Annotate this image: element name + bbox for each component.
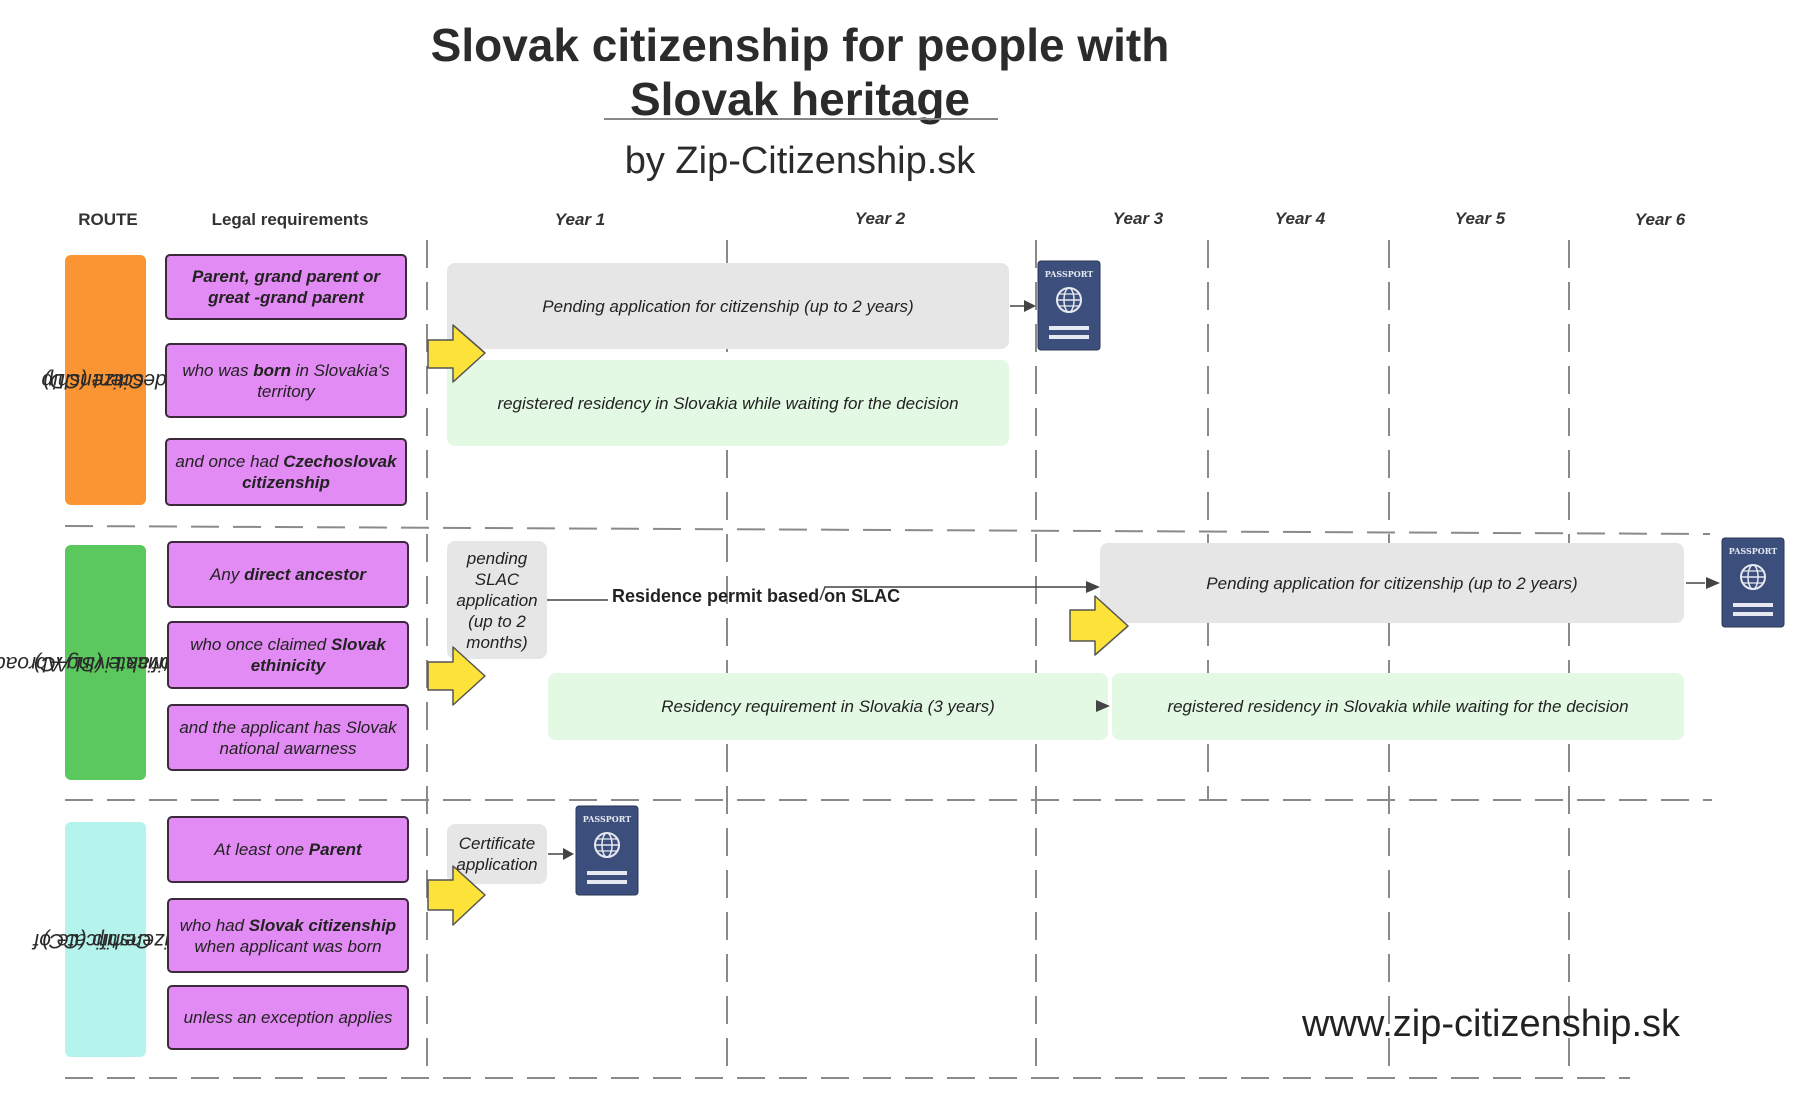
req-bold: direct ancestor: [244, 565, 366, 584]
slac-residency-requirement-bar: Residency requirement in Slovakia (3 yea…: [548, 673, 1108, 740]
slac-residency-waiting-bar: registered residency in Slovakia while w…: [1112, 673, 1684, 740]
route-column-header: ROUTE: [78, 210, 138, 229]
req-bold: Slovak ethinicity: [250, 635, 386, 675]
req-text: and the applicant has Slovak national aw…: [179, 717, 397, 758]
req-text: unless an exception applies: [183, 1008, 393, 1027]
req-text: Any: [210, 565, 245, 584]
cc-passport-icon: PASSPORT: [575, 805, 639, 896]
slac-passport-icon: PASSPORT: [1721, 537, 1785, 628]
requirement-cd-ancestor: Parent, grand parent or great -grand par…: [165, 254, 407, 320]
year-2-header: Year 2: [854, 209, 906, 228]
requirement-cc-exception: unless an exception applies: [167, 985, 409, 1050]
req-text: when applicant was born: [194, 936, 382, 956]
req-text: who once claimed: [190, 635, 331, 654]
req-text: who was: [182, 360, 254, 380]
year-3-header: Year 3: [1112, 209, 1164, 228]
slac-pending-application-bar: pending SLAC application (up to 2 months…: [447, 541, 547, 659]
requirement-slac-ancestor: Any direct ancestor: [167, 541, 409, 608]
req-bold: Slovak citizenship: [248, 915, 397, 935]
cc-certificate-application-bar: Certificate application: [447, 824, 547, 884]
passport-label: PASSPORT: [1045, 269, 1094, 279]
req-bold: Parent: [308, 840, 362, 859]
page-title: Slovak citizenship for people with Slova…: [300, 18, 1300, 126]
slac-stage-two-arrow-icon: [1069, 595, 1129, 656]
cc-start-arrow-icon: [427, 865, 486, 926]
req-text: who had: [179, 915, 249, 935]
website-link[interactable]: www.zip-citizenship.sk: [1302, 1003, 1680, 1045]
req-bold: born: [253, 360, 291, 380]
slac-pending-citizenship-bar: Pending application for citizenship (up …: [1100, 543, 1684, 623]
requirement-slac-ethnicity: who once claimed Slovak ethinicity: [167, 621, 409, 689]
req-bold: Czechoslovak citizenship: [242, 452, 397, 492]
title-line-2: Slovak heritage: [629, 73, 971, 125]
slac-start-arrow-icon: [427, 646, 486, 706]
year-6-header: Year 6: [1634, 210, 1686, 229]
year-4-header: Year 4: [1274, 209, 1326, 228]
requirement-cd-citizenship: and once had Czechoslovak citizenship: [165, 438, 407, 506]
req-bold: Parent, grand parent or great -grand par…: [192, 267, 380, 307]
title-line-1: Slovak citizenship for people with: [430, 19, 1170, 71]
requirement-cc-parent: At least one Parent: [167, 816, 409, 883]
passport-label: PASSPORT: [583, 814, 632, 824]
cd-passport-icon: PASSPORT: [1037, 260, 1101, 351]
requirement-cd-born: who was born in Slovakia's territory: [165, 343, 407, 418]
cd-residency-bar: registered residency in Slovakia while w…: [447, 360, 1009, 446]
passport-label: PASSPORT: [1729, 546, 1778, 556]
requirement-slac-awareness: and the applicant has Slovak national aw…: [167, 704, 409, 771]
cd-pending-application-bar: Pending application for citizenship (up …: [447, 263, 1009, 349]
cd-start-arrow-icon: [427, 324, 486, 383]
req-text: and once had: [175, 452, 284, 471]
year-1-header: Year 1: [554, 210, 606, 229]
title-underline: [604, 118, 998, 120]
year-5-header: Year 5: [1454, 209, 1506, 228]
subtitle: by Zip-Citizenship.sk: [624, 140, 976, 182]
req-text: in Slovakia's territory: [257, 360, 390, 401]
residence-permit-label: Residence permit based on SLAC: [612, 586, 901, 606]
legal-column-header: Legal requirements: [211, 210, 369, 229]
requirement-cc-citizenship: who had Slovak citizenship when applican…: [167, 898, 409, 973]
req-text: At least one: [214, 840, 309, 859]
